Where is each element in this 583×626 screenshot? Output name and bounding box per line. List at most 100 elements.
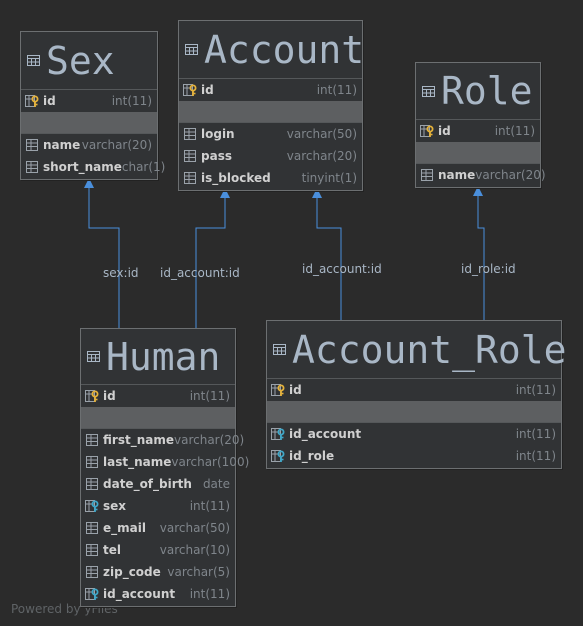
column-row[interactable]: tel varchar(10): [81, 539, 235, 561]
column-row[interactable]: id int(11): [416, 120, 540, 142]
column-type: int(11): [189, 389, 230, 403]
foreign-key-icon: [84, 498, 103, 514]
primary-key-icon: [419, 123, 438, 139]
column-type: int(11): [189, 587, 230, 601]
primary-key-icon: [24, 93, 43, 109]
entity-header[interactable]: Role: [416, 63, 540, 120]
table-icon: [185, 44, 198, 55]
index-separator: [81, 407, 235, 428]
column-type: varchar(5): [167, 565, 230, 579]
column-icon: [84, 542, 103, 558]
column-name: first_name: [103, 433, 174, 447]
column-type: varchar(20): [173, 433, 245, 447]
column-name: pass: [201, 149, 232, 163]
index-separator: [267, 401, 561, 422]
column-name: e_mail: [103, 521, 146, 535]
column-name: login: [201, 127, 235, 141]
column-type: varchar(20): [286, 149, 357, 163]
edge-arrowhead: [220, 188, 230, 198]
index-separator: [179, 101, 362, 122]
entity-title: Account_Role: [292, 327, 567, 372]
column-icon: [84, 564, 103, 580]
column-name: date_of_birth: [103, 477, 192, 491]
primary-key-section: id int(11): [179, 79, 362, 123]
column-name: id: [438, 124, 451, 138]
column-type: int(11): [494, 124, 535, 138]
column-row[interactable]: zip_code varchar(5): [81, 561, 235, 583]
column-name: id: [201, 83, 214, 97]
column-icon: [182, 148, 201, 164]
index-separator: [416, 142, 540, 163]
column-name: last_name: [103, 455, 172, 469]
column-type: varchar(10): [159, 543, 230, 557]
primary-key-icon: [182, 82, 201, 98]
primary-key-icon: [270, 382, 289, 398]
column-row[interactable]: id int(11): [21, 90, 157, 112]
index-separator: [21, 112, 157, 133]
column-name: is_blocked: [201, 171, 271, 185]
column-row[interactable]: id_role int(11): [267, 445, 561, 467]
column-row[interactable]: date_of_birth date: [81, 473, 235, 495]
table-icon: [273, 344, 286, 355]
entity-header[interactable]: Account: [179, 21, 364, 79]
primary-key-section: id int(11): [21, 90, 157, 134]
column-name: id_account: [103, 587, 176, 601]
edge-accountrole-account[interactable]: [316, 198, 342, 320]
entity-header[interactable]: Account_Role: [267, 321, 567, 379]
column-type: varchar(50): [286, 127, 357, 141]
column-name: id_role: [289, 449, 335, 463]
column-row[interactable]: pass varchar(20): [179, 145, 362, 167]
column-row[interactable]: id_account int(11): [81, 583, 235, 605]
column-name: zip_code: [103, 565, 161, 579]
entity-title: Human: [106, 334, 221, 379]
column-type: int(11): [515, 449, 556, 463]
edge-human-account[interactable]: [195, 198, 226, 328]
edge-label-sex: sex:id: [103, 266, 139, 280]
edge-arrowhead: [473, 186, 483, 196]
column-type: int(11): [316, 83, 357, 97]
entity-title: Sex: [46, 38, 115, 83]
table-icon: [27, 55, 40, 66]
column-icon: [84, 454, 103, 470]
column-name: id: [43, 94, 56, 108]
column-row[interactable]: login varchar(50): [179, 123, 362, 145]
column-name: name: [438, 168, 476, 182]
column-type: int(11): [111, 94, 152, 108]
column-name: tel: [103, 543, 121, 557]
entity-account[interactable]: Account id int(11) login varchar(50) pass varc…: [178, 20, 364, 191]
primary-key-icon: [84, 388, 103, 404]
column-type: varchar(20): [81, 138, 152, 152]
edge-human-sex[interactable]: [88, 188, 120, 328]
edge-arrowhead: [84, 178, 94, 188]
entity-header[interactable]: Human: [81, 329, 235, 385]
entity-header[interactable]: Sex: [21, 32, 157, 90]
column-row[interactable]: id int(11): [179, 79, 362, 101]
column-name: name: [43, 138, 81, 152]
edge-accountrole-role[interactable]: [477, 196, 485, 320]
foreign-key-icon: [84, 586, 103, 602]
column-icon: [182, 170, 201, 186]
column-type: char(1): [121, 160, 166, 174]
column-type: date: [202, 477, 230, 491]
edge-arrowhead: [312, 188, 322, 198]
column-name: short_name: [43, 160, 122, 174]
column-icon: [84, 432, 103, 448]
